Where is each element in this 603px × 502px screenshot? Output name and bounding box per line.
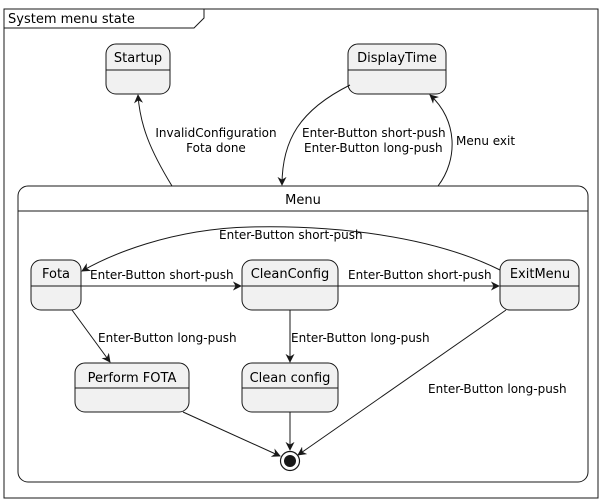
transition-label: Enter-Button short-push xyxy=(302,126,446,140)
transition-menu-to-startup: InvalidConfiguration Fota done xyxy=(134,94,277,187)
transition-label: Enter-Button long-push xyxy=(304,141,443,155)
transition-perform-to-end xyxy=(182,411,281,457)
transition-fota-to-clean: Enter-Button short-push xyxy=(81,268,242,291)
transition-fota-to-perform: Enter-Button long-push xyxy=(71,309,237,363)
transition-exit-to-end: Enter-Button long-push xyxy=(297,309,567,456)
transition-exit-to-fota: Enter-Button short-push xyxy=(81,226,501,272)
transition-label: Fota done xyxy=(186,141,246,155)
state-name: Fota xyxy=(42,267,70,282)
state-fota[interactable]: Fota xyxy=(30,259,82,311)
transition-label: Enter-Button long-push xyxy=(291,331,430,345)
state-exit-menu[interactable]: ExitMenu xyxy=(499,259,580,311)
state-perform-fota[interactable]: Perform FOTA xyxy=(74,362,190,413)
state-clean-config-action[interactable]: Clean config xyxy=(241,362,339,413)
transition-label: Enter-Button short-push xyxy=(90,268,234,282)
system-frame: System menu state xyxy=(3,8,599,499)
transition-menu-exit: Menu exit xyxy=(429,94,515,187)
state-clean-config[interactable]: CleanConfig xyxy=(241,259,339,311)
state-startup[interactable]: Startup xyxy=(105,43,171,95)
state-name: Startup xyxy=(114,51,162,66)
state-name: Menu xyxy=(285,193,321,208)
transition-clean-to-exit: Enter-Button short-push xyxy=(338,268,500,291)
state-display-time[interactable]: DisplayTime xyxy=(347,43,447,95)
transition-label: Enter-Button long-push xyxy=(428,382,567,396)
state-name: CleanConfig xyxy=(251,267,330,282)
frame-title: System menu state xyxy=(8,12,135,27)
transition-label: Enter-Button long-push xyxy=(98,331,237,345)
transition-display-to-menu: Enter-Button short-push Enter-Button lon… xyxy=(277,84,446,186)
transition-label: Enter-Button short-push xyxy=(348,268,492,282)
state-name: Perform FOTA xyxy=(88,371,177,386)
transition-label: Menu exit xyxy=(456,134,515,148)
state-name: Clean config xyxy=(250,371,331,386)
state-name: DisplayTime xyxy=(357,51,437,66)
end-state xyxy=(279,450,301,472)
transition-label: InvalidConfiguration xyxy=(155,126,276,140)
state-name: ExitMenu xyxy=(510,267,570,282)
transition-clean-to-cleanaction: Enter-Button long-push xyxy=(285,310,430,363)
transition-label: Enter-Button short-push xyxy=(219,228,363,242)
